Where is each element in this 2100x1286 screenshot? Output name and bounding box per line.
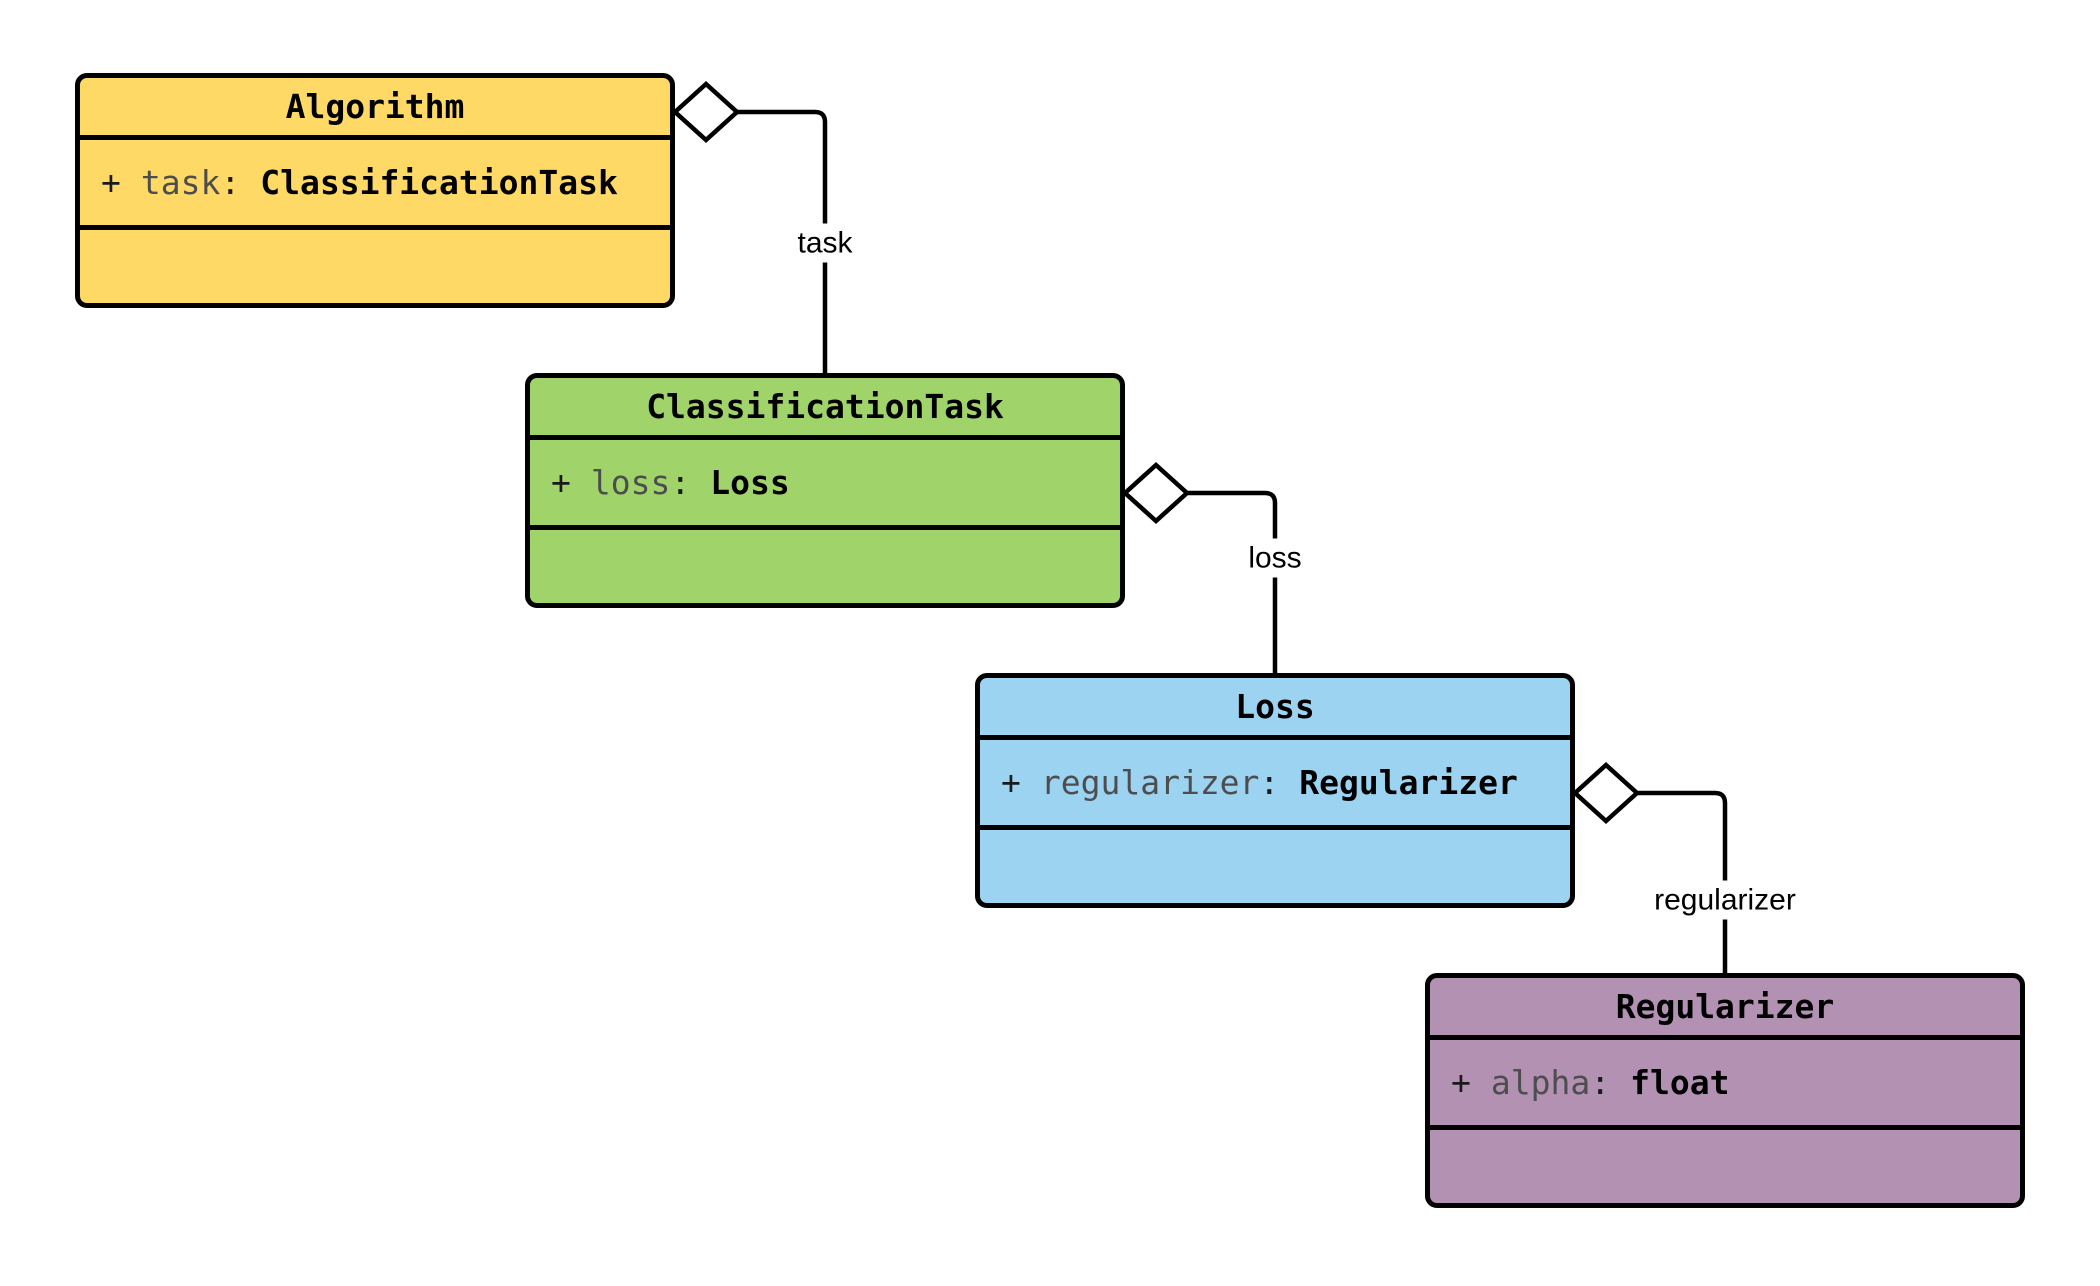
class-node-algorithm[interactable]: Algorithm + task: ClassificationTask bbox=[75, 73, 675, 308]
attribute-visibility: + bbox=[1001, 763, 1021, 802]
aggregation-diamond-task bbox=[671, 80, 741, 144]
attribute-name: loss bbox=[590, 463, 671, 502]
class-methods-section bbox=[1430, 1130, 2020, 1203]
connector-regularizer bbox=[1638, 790, 1728, 973]
connector-loss bbox=[1188, 490, 1278, 673]
aggregation-diamond-regularizer bbox=[1571, 761, 1641, 825]
class-methods-section bbox=[80, 230, 670, 303]
class-methods-section bbox=[530, 530, 1120, 603]
class-attributes-section: + loss: Loss bbox=[530, 440, 1120, 530]
edge-label-loss: loss bbox=[1239, 538, 1311, 578]
class-methods-section bbox=[980, 830, 1570, 903]
attribute-visibility: + bbox=[551, 463, 571, 502]
class-attribute: + regularizer: Regularizer bbox=[1001, 763, 1518, 802]
attribute-visibility: + bbox=[1451, 1063, 1471, 1102]
class-title: Algorithm bbox=[80, 78, 670, 140]
attribute-type: ClassificationTask bbox=[260, 163, 618, 202]
attribute-separator: : bbox=[1590, 1063, 1611, 1102]
attribute-separator: : bbox=[220, 163, 241, 202]
class-title: Regularizer bbox=[1430, 978, 2020, 1040]
class-attributes-section: + task: ClassificationTask bbox=[80, 140, 670, 230]
attribute-name: alpha bbox=[1490, 1063, 1591, 1102]
attribute-visibility: + bbox=[101, 163, 121, 202]
connector-task bbox=[738, 109, 828, 373]
attribute-type: float bbox=[1630, 1063, 1730, 1102]
class-node-classificationtask[interactable]: ClassificationTask + loss: Loss bbox=[525, 373, 1125, 608]
attribute-type: Loss bbox=[710, 463, 790, 502]
edge-label-task: task bbox=[788, 223, 862, 263]
attribute-separator: : bbox=[670, 463, 691, 502]
class-attribute: + task: ClassificationTask bbox=[101, 163, 618, 202]
edge-label-regularizer: regularizer bbox=[1645, 880, 1805, 920]
attribute-type: Regularizer bbox=[1299, 763, 1518, 802]
class-attribute: + loss: Loss bbox=[551, 463, 790, 502]
attribute-name: task bbox=[140, 163, 221, 202]
class-attribute: + alpha: float bbox=[1451, 1063, 1729, 1102]
aggregation-diamond-loss bbox=[1121, 461, 1191, 525]
class-attributes-section: + regularizer: Regularizer bbox=[980, 740, 1570, 830]
class-title: Loss bbox=[980, 678, 1570, 740]
attribute-name: regularizer bbox=[1040, 763, 1260, 802]
class-attributes-section: + alpha: float bbox=[1430, 1040, 2020, 1130]
class-node-loss[interactable]: Loss + regularizer: Regularizer bbox=[975, 673, 1575, 908]
class-node-regularizer[interactable]: Regularizer + alpha: float bbox=[1425, 973, 2025, 1208]
attribute-separator: : bbox=[1259, 763, 1280, 802]
class-title: ClassificationTask bbox=[530, 378, 1120, 440]
